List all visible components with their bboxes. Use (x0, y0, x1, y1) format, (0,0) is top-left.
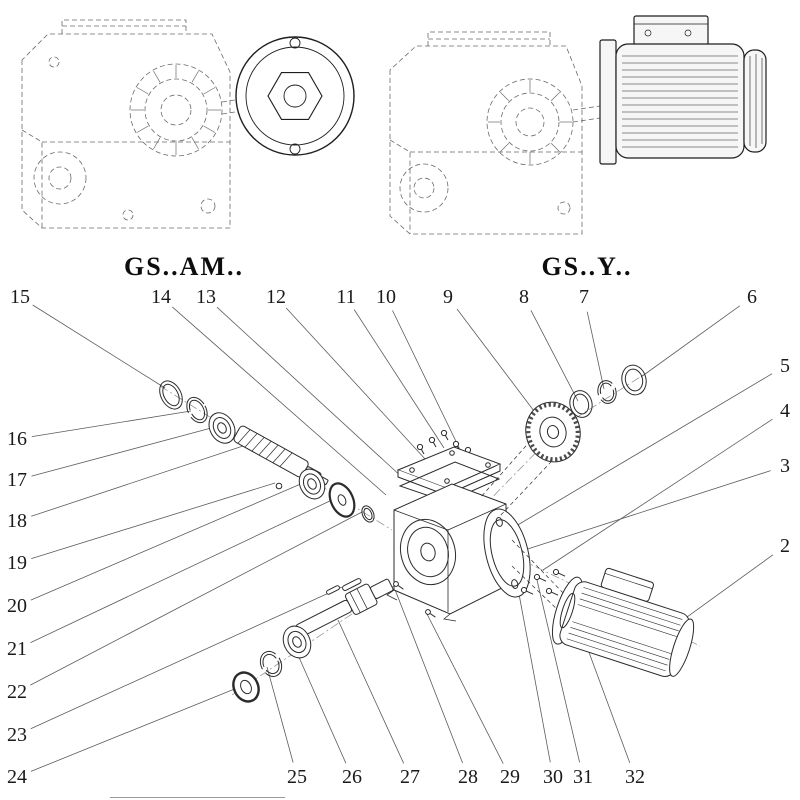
assembled-views: GS..AM.. (0, 0, 800, 290)
leader-line-5 (515, 373, 773, 527)
snap-ring-7 (597, 380, 617, 404)
leader-line-30 (518, 593, 551, 763)
leader-line-25 (266, 666, 294, 763)
leader-line-16 (31, 410, 192, 437)
screw-28 (393, 581, 404, 590)
parts-layer (159, 364, 695, 703)
leader-line-10 (392, 310, 467, 463)
snap-ring-25 (259, 651, 283, 677)
leader-line-22 (30, 511, 363, 686)
screw-29 (425, 609, 436, 618)
leader-line-3 (508, 470, 771, 556)
leader-line-23 (30, 586, 343, 730)
leader-line-29 (426, 613, 504, 764)
spline-ticks (488, 80, 572, 164)
variant-gs-y: GS..Y.. (382, 10, 792, 288)
fan-cover-slots (749, 54, 763, 148)
leader-line-8 (530, 310, 579, 402)
output-shaft-27 (295, 578, 394, 637)
gearbox-flange-drawing (21, 19, 355, 229)
pin-19 (275, 482, 283, 490)
variant-caption-gs-am: GS..AM.. (124, 252, 244, 281)
leader-line-28 (393, 586, 463, 764)
bearing-26 (282, 625, 312, 659)
leader-line-13 (216, 306, 405, 480)
gearbox-outline-dashed (389, 31, 601, 235)
motor-solid (599, 15, 767, 165)
bearing-20 (298, 468, 326, 500)
shaft-key-23 (326, 578, 362, 595)
seal-ring-6 (621, 364, 647, 396)
cover-screws (416, 429, 473, 458)
leader-line-9 (456, 308, 541, 420)
leader-line-18 (31, 445, 244, 517)
snap-ring-16 (186, 396, 208, 424)
gearbox-motor-drawing (389, 15, 767, 235)
gear-housing (386, 483, 507, 622)
seal-ring-15 (159, 380, 183, 410)
ring-22 (361, 505, 375, 523)
gearbox-outline-dashed (21, 19, 249, 229)
leader-line-6 (640, 305, 741, 378)
oil-seal-24 (232, 671, 260, 703)
output-flange-3 (483, 508, 531, 598)
leader-line-4 (542, 418, 773, 571)
page-edge-line (110, 797, 285, 798)
leader-line-31 (536, 579, 580, 763)
helical-gear-9 (525, 401, 581, 463)
spacer-ring-8 (569, 390, 593, 418)
leader-line-12 (285, 307, 427, 461)
electric-motor-2 (551, 567, 695, 677)
spline-ticks (131, 65, 221, 155)
leader-line-21 (30, 498, 335, 643)
leader-line-7 (586, 311, 605, 390)
leader-line-20 (30, 482, 304, 601)
bearing-17 (208, 412, 236, 444)
worm-wheel-21 (328, 482, 356, 518)
leader-line-14 (172, 306, 387, 496)
leader-line-27 (337, 619, 405, 764)
motor-mount-bolts (520, 568, 566, 596)
leader-line-11 (353, 309, 445, 449)
leader-line-24 (30, 687, 238, 772)
motor-fins (622, 55, 738, 148)
leader-lines-layer (30, 304, 774, 772)
leader-line-17 (31, 426, 216, 477)
variant-caption-gs-y: GS..Y.. (541, 252, 633, 281)
variant-gs-am: GS..AM.. (8, 10, 360, 288)
input-flange-solid (235, 36, 355, 156)
leader-line-15 (32, 304, 166, 389)
leader-line-19 (31, 482, 276, 559)
leader-line-26 (293, 645, 347, 764)
